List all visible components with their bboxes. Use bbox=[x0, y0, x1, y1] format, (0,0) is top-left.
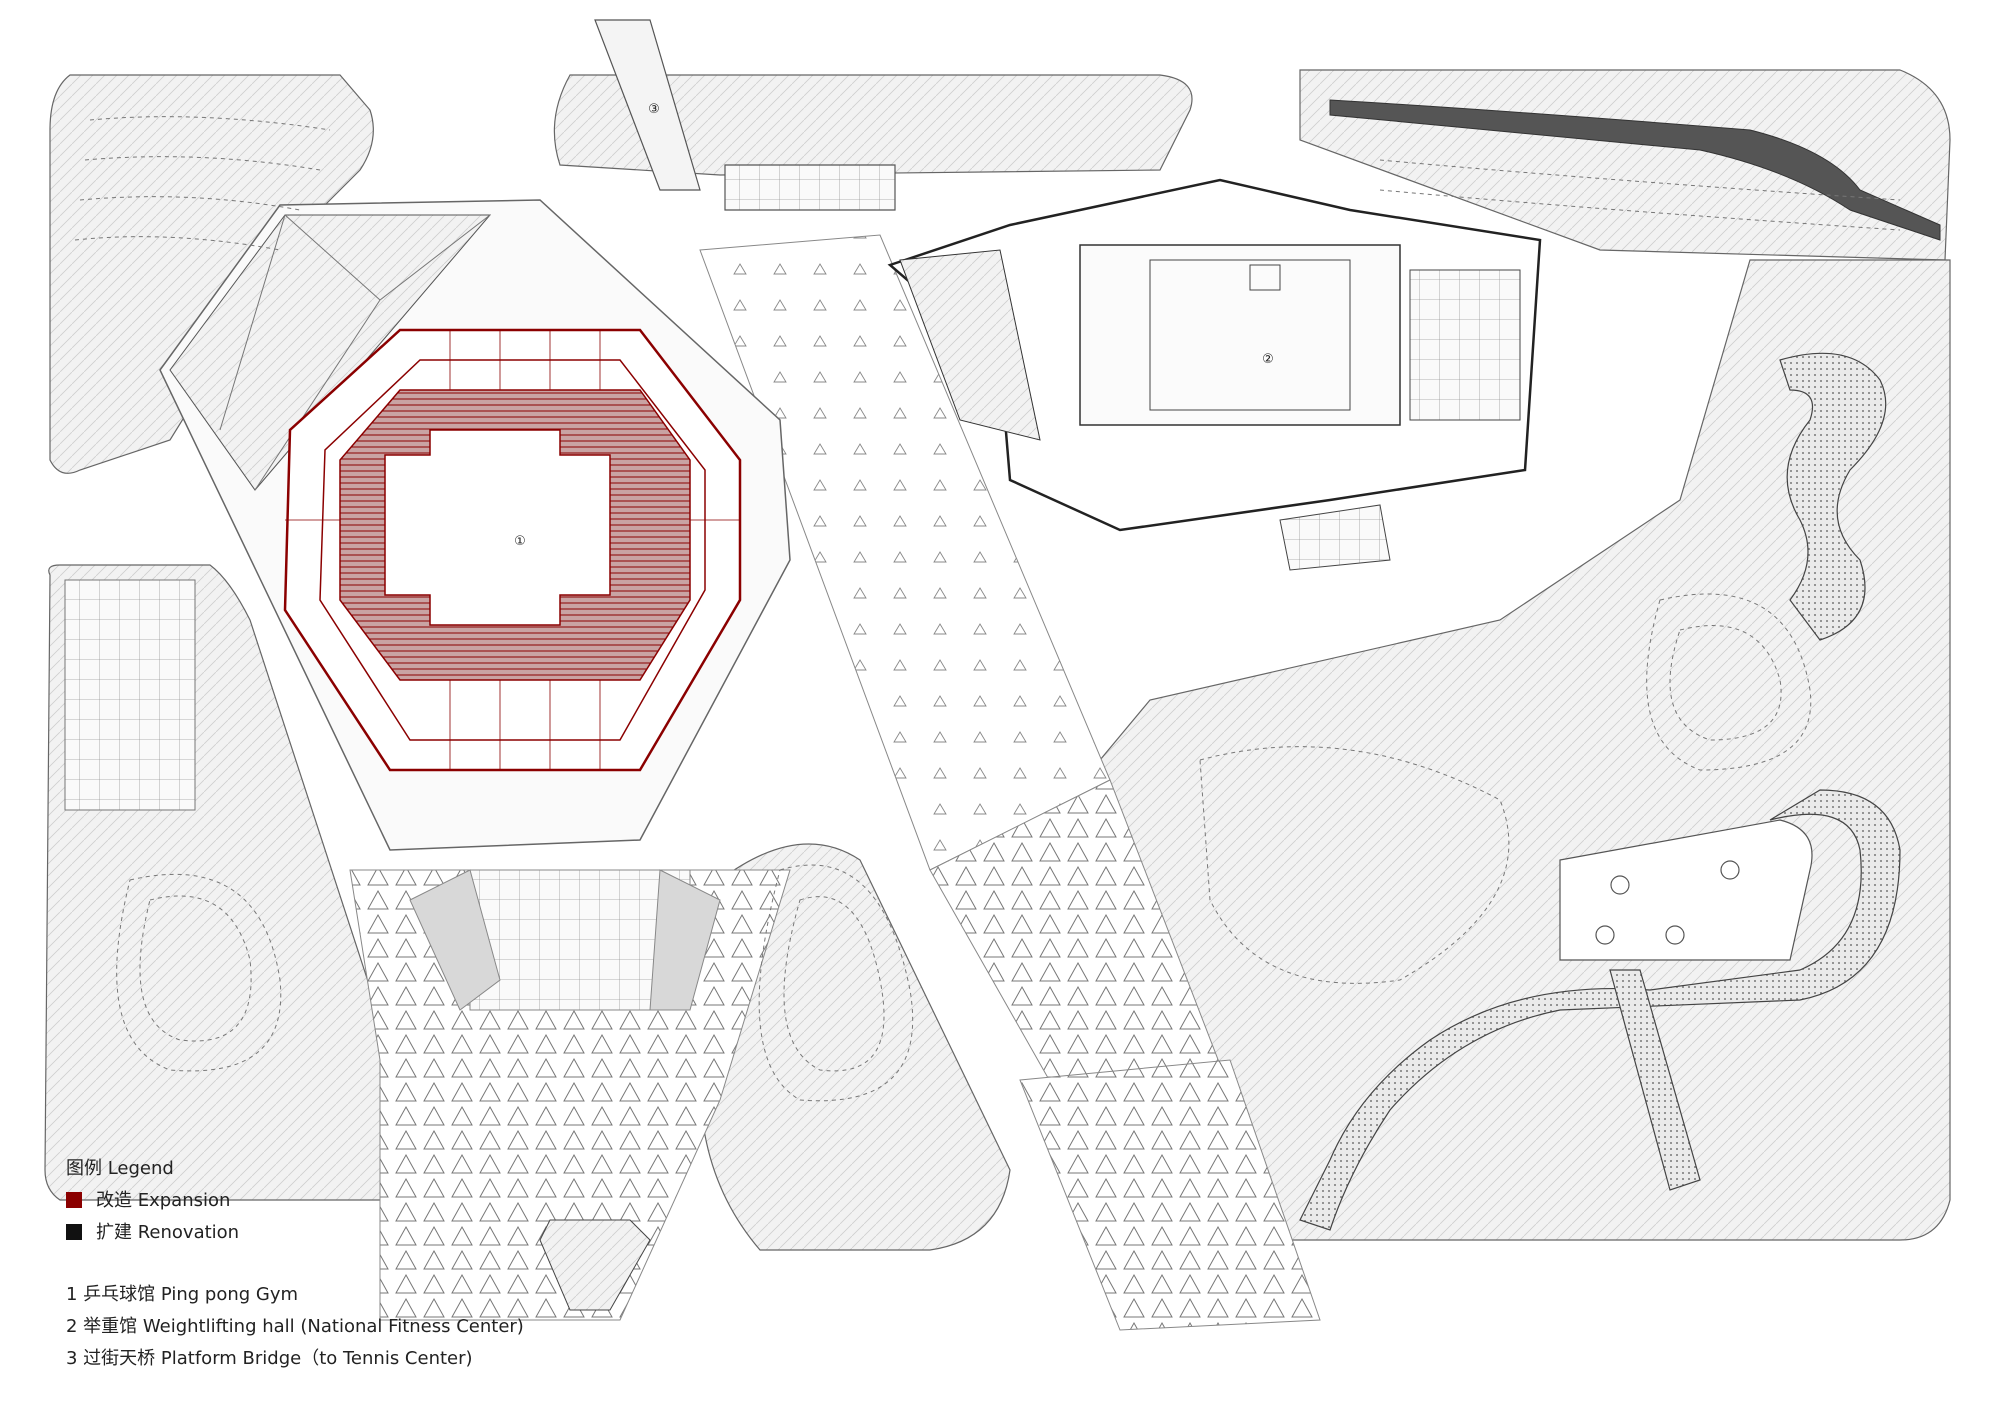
renovation-swatch bbox=[66, 1224, 82, 1240]
contour-1 bbox=[139, 895, 252, 1042]
triangle-paving-promenade bbox=[699, 234, 1321, 1331]
gym-column-grid bbox=[285, 330, 740, 770]
pad-top-left bbox=[49, 74, 374, 474]
contour-7 bbox=[74, 116, 331, 251]
legend-item-expansion-label: 改造 Expansion bbox=[96, 1190, 231, 1211]
plaza-tree-3 bbox=[1595, 925, 1615, 945]
south-ramp-right bbox=[649, 869, 721, 1011]
marker-2-label: ② bbox=[1262, 352, 1274, 367]
left-parking-strips bbox=[64, 579, 196, 811]
gym-arena-floor bbox=[384, 429, 611, 626]
marker-3-label: ③ bbox=[648, 102, 660, 117]
hall-west-wing bbox=[899, 249, 1041, 441]
south-ramp-left bbox=[409, 869, 501, 1011]
channel-south bbox=[1299, 789, 1901, 1231]
legend-item-expansion: 改造 Expansion bbox=[66, 1192, 230, 1210]
legend-list-item-1: 1 乒乓球馆 Ping pong Gym bbox=[66, 1284, 299, 1305]
marker-3: ③ bbox=[648, 102, 660, 117]
road-strip bbox=[1329, 99, 1941, 241]
contour-4 bbox=[758, 864, 914, 1102]
hall-training-grid bbox=[1409, 269, 1521, 421]
platform-bridge bbox=[594, 19, 896, 211]
pad-top-center bbox=[553, 74, 1193, 176]
legend-title: 图例 Legend bbox=[66, 1158, 174, 1179]
marker-1-label: ① bbox=[514, 534, 526, 549]
hall-inner-square bbox=[1249, 264, 1281, 291]
legend-item-renovation: 扩建 Renovation bbox=[66, 1224, 239, 1242]
channel-north bbox=[1779, 352, 1887, 641]
ping-pong-gym bbox=[283, 328, 742, 772]
channel-link bbox=[1609, 969, 1701, 1191]
plaza-tree-4 bbox=[1665, 925, 1685, 945]
legend-list-item-3: 3 过街天桥 Platform Bridge（to Tennis Center) bbox=[66, 1348, 473, 1369]
east-plaza bbox=[1559, 819, 1813, 961]
south-pavilion bbox=[539, 1219, 651, 1311]
marker-2: ② bbox=[1262, 352, 1274, 367]
gym-column-lines bbox=[285, 330, 740, 770]
pad-south-center bbox=[699, 843, 1011, 1251]
water-channel bbox=[1299, 352, 1901, 1231]
weightlifting-hall bbox=[887, 178, 1542, 571]
contour-5 bbox=[1669, 625, 1782, 741]
plaza-tree-2 bbox=[1720, 860, 1740, 880]
hall-arena-floor bbox=[1079, 244, 1401, 426]
legend-item-renovation-label: 扩建 Renovation bbox=[96, 1222, 240, 1243]
legend-list-item-2: 2 举重馆 Weightlifting hall (National Fitne… bbox=[66, 1316, 524, 1337]
contour-9 bbox=[1199, 746, 1510, 984]
contour-6 bbox=[1646, 593, 1812, 771]
contour-2 bbox=[116, 873, 282, 1072]
hall-south-stairs bbox=[1279, 504, 1391, 571]
east-plaza-deck bbox=[1559, 819, 1813, 961]
expansion-swatch bbox=[66, 1192, 82, 1208]
contour-8 bbox=[1379, 159, 1901, 231]
marker-1: ① bbox=[514, 534, 526, 549]
promenade-band-south bbox=[1019, 1059, 1321, 1331]
contour-lines bbox=[74, 116, 1901, 1102]
plaza-tree-1 bbox=[1610, 875, 1630, 895]
contour-3 bbox=[783, 896, 885, 1072]
podium-roof-lines bbox=[219, 214, 491, 491]
bridge-stair bbox=[724, 164, 896, 211]
hall-central-court bbox=[1149, 259, 1351, 411]
gym-inner-concourse bbox=[319, 359, 706, 741]
bridge-deck bbox=[594, 19, 701, 191]
south-plaza bbox=[349, 869, 791, 1321]
